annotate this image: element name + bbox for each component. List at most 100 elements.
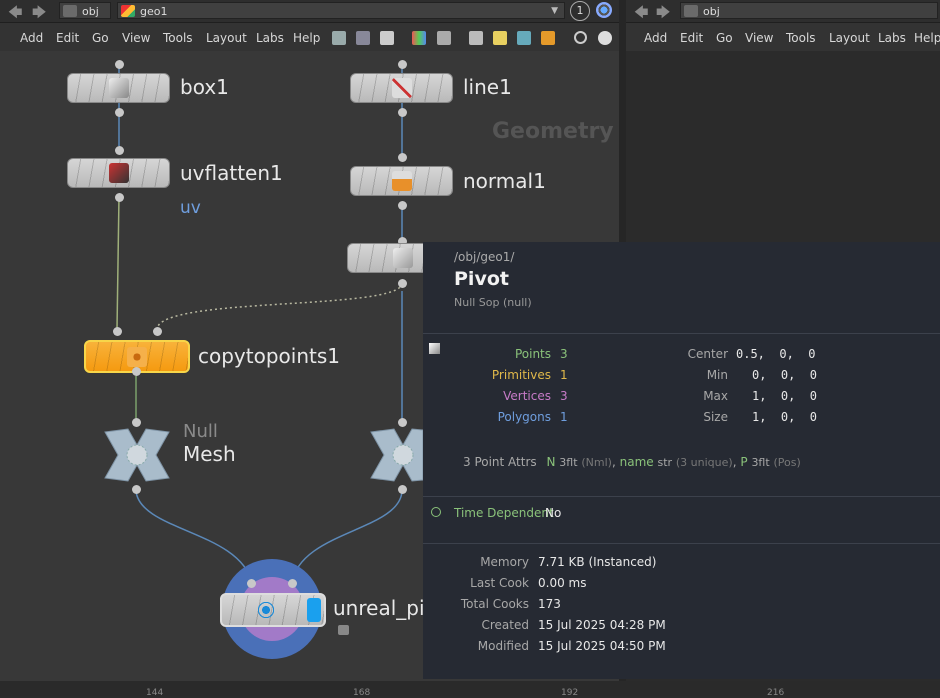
menu-help[interactable]: Help xyxy=(914,31,940,45)
menu-go[interactable]: Go xyxy=(716,31,733,45)
chevron-down-icon[interactable]: ▼ xyxy=(551,6,558,16)
color-palette-icon[interactable] xyxy=(412,31,426,45)
wrench-icon[interactable] xyxy=(332,31,346,45)
box1-output-connector[interactable] xyxy=(115,108,124,117)
null-gear-icon xyxy=(126,444,148,466)
node-normal1[interactable] xyxy=(350,166,453,196)
list-icon[interactable] xyxy=(380,31,394,45)
stat-primitives-value: 1 xyxy=(560,368,568,382)
copytopoints1-input-1[interactable] xyxy=(113,327,122,336)
normal1-input-connector[interactable] xyxy=(398,153,407,162)
node-pivot[interactable] xyxy=(347,243,427,273)
menu-edit[interactable]: Edit xyxy=(56,31,80,45)
mesh-input-connector[interactable] xyxy=(132,418,141,427)
node-flag-uv: uv xyxy=(180,198,201,218)
menu-tools[interactable]: Tools xyxy=(786,31,816,45)
menu-add[interactable]: Add xyxy=(20,31,44,45)
eye-icon[interactable] xyxy=(598,31,612,45)
divider xyxy=(423,496,940,497)
node-box1[interactable] xyxy=(67,73,170,103)
menu-view[interactable]: View xyxy=(745,31,774,45)
tree-icon[interactable] xyxy=(356,31,370,45)
info-node-path: /obj/geo1/ xyxy=(454,250,515,264)
mesh-output-connector[interactable] xyxy=(132,485,141,494)
menu-edit[interactable]: Edit xyxy=(680,31,704,45)
forward-arrow-icon[interactable]: 🡆 xyxy=(656,5,671,21)
crumb-geo1[interactable]: geo1 ▼ xyxy=(117,2,565,19)
line1-input-connector[interactable] xyxy=(398,60,407,69)
pivot-output-connector[interactable] xyxy=(398,279,407,288)
attr-name-name: name xyxy=(619,455,654,469)
desktop-number-badge[interactable]: 1 xyxy=(570,1,590,21)
copytopoints1-input-2[interactable] xyxy=(153,327,162,336)
point-attrs-label: 3 Point Attrs xyxy=(463,455,537,469)
timeline-tick: 216 xyxy=(767,688,785,698)
attr-p-note: (Pos) xyxy=(773,456,801,469)
right-menu-bar: Add Edit Go View Tools Layout Labs Help xyxy=(626,23,940,51)
node-mesh[interactable] xyxy=(100,427,174,483)
node-uvflatten1[interactable] xyxy=(67,158,170,188)
node-unreal-pi[interactable] xyxy=(220,593,326,627)
right-crumb-obj[interactable]: obj xyxy=(680,2,938,19)
node-line1[interactable] xyxy=(350,73,453,103)
image-icon[interactable] xyxy=(517,31,531,45)
clock-icon xyxy=(431,507,441,517)
node-label-line1: line1 xyxy=(463,75,512,99)
node-null-2[interactable] xyxy=(366,427,423,483)
display-flag[interactable] xyxy=(307,598,321,622)
line1-output-connector[interactable] xyxy=(398,108,407,117)
obj-network-icon xyxy=(684,5,698,17)
unreal-input-2[interactable] xyxy=(288,579,297,588)
pivot-input-connector[interactable] xyxy=(398,237,407,246)
stat-primitives-label: Primitives xyxy=(491,368,551,382)
menu-view[interactable]: View xyxy=(122,31,151,45)
bounds-min-label: Min xyxy=(706,368,728,382)
back-arrow-icon[interactable]: 🡄 xyxy=(8,5,23,21)
normal1-output-connector[interactable] xyxy=(398,201,407,210)
forward-arrow-icon[interactable]: 🡆 xyxy=(32,5,47,21)
info-node-type: Null Sop (null) xyxy=(454,296,532,309)
crumb-obj[interactable]: obj xyxy=(59,2,111,19)
uvflatten1-input-connector[interactable] xyxy=(115,146,124,155)
box1-input-connector[interactable] xyxy=(115,60,124,69)
pin-icon[interactable] xyxy=(596,2,612,18)
back-arrow-icon[interactable]: 🡄 xyxy=(634,5,649,21)
null-gear-icon xyxy=(392,444,414,466)
menu-layout[interactable]: Layout xyxy=(829,31,870,45)
menu-tools[interactable]: Tools xyxy=(163,31,193,45)
bounds-size-label: Size xyxy=(703,410,728,424)
memory-label: Memory xyxy=(480,555,529,569)
timeline-bar[interactable] xyxy=(0,681,940,696)
menu-labs[interactable]: Labs xyxy=(878,31,906,45)
timeline-tick: 168 xyxy=(353,688,371,698)
sticky-note-icon[interactable] xyxy=(493,31,507,45)
menu-add[interactable]: Add xyxy=(644,31,668,45)
menu-layout[interactable]: Layout xyxy=(206,31,247,45)
normal-icon xyxy=(391,171,412,191)
obj-network-icon xyxy=(63,5,77,17)
info-node-title: Pivot xyxy=(454,268,509,290)
left-menu-bar: Add Edit Go View Tools Layout Labs Help xyxy=(0,23,619,51)
menu-go[interactable]: Go xyxy=(92,31,109,45)
search-icon[interactable] xyxy=(574,31,587,44)
line-icon xyxy=(391,78,412,98)
null2-input-connector[interactable] xyxy=(398,418,407,427)
memory-value: 7.71 KB (Instanced) xyxy=(538,555,657,569)
dots-icon[interactable] xyxy=(541,31,555,45)
unreal-input-1[interactable] xyxy=(247,579,256,588)
null2-output-connector[interactable] xyxy=(398,485,407,494)
grid-icon[interactable] xyxy=(437,31,451,45)
created-label: Created xyxy=(481,618,530,632)
attr-p-name: P xyxy=(740,455,748,469)
network-box-icon[interactable] xyxy=(469,31,483,45)
attr-n-note: (Nml) xyxy=(581,456,612,469)
stat-vertices-label: Vertices xyxy=(503,389,551,403)
uvflatten1-output-connector[interactable] xyxy=(115,193,124,202)
node-label-uvflatten1: uvflatten1 xyxy=(180,161,283,185)
timeline-tick: 192 xyxy=(561,688,579,698)
node-copytopoints1[interactable] xyxy=(84,340,190,373)
copytopoints1-output-connector[interactable] xyxy=(132,367,141,376)
menu-labs[interactable]: Labs xyxy=(256,31,284,45)
menu-help[interactable]: Help xyxy=(293,31,321,45)
path-bar: 🡄 🡆 obj geo1 ▼ 1 xyxy=(0,0,619,23)
